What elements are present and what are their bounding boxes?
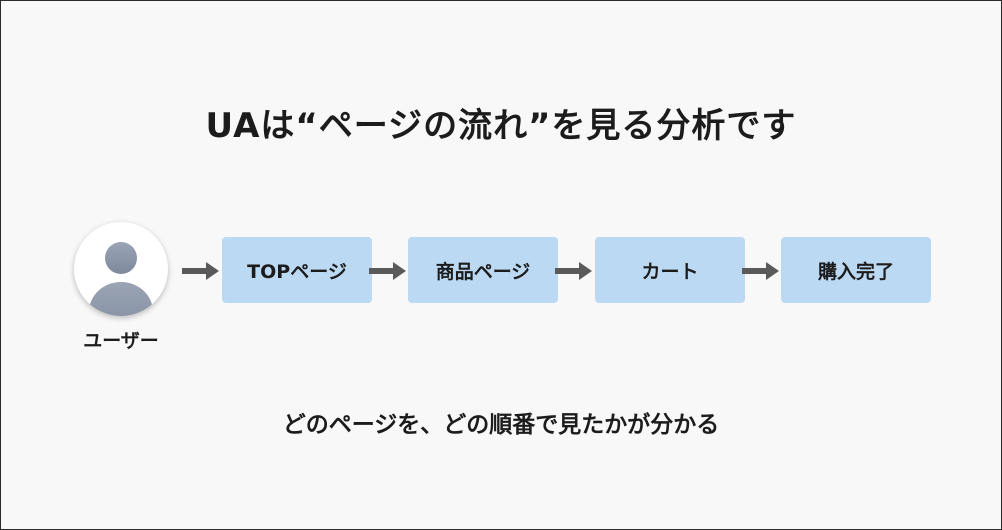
right-arrow-icon bbox=[369, 261, 407, 281]
right-arrow-icon bbox=[182, 261, 220, 281]
diagram-title: UAは“ページの流れ”を見る分析です bbox=[205, 106, 797, 146]
right-arrow-icon bbox=[555, 261, 593, 281]
diagram-caption: どのページを、どの順番で見たかが分かる bbox=[282, 412, 720, 438]
user-label: ユーザー bbox=[83, 330, 159, 352]
flow-step-top-page: TOPページ bbox=[222, 237, 372, 303]
avatar-head bbox=[105, 242, 137, 274]
user-avatar-graphic bbox=[89, 242, 153, 316]
avatar-body bbox=[89, 282, 153, 316]
flow-step-cart: カート bbox=[595, 237, 745, 303]
user-avatar-icon bbox=[74, 222, 168, 316]
right-arrow-icon bbox=[742, 261, 780, 281]
flow-step-product-page: 商品ページ bbox=[408, 237, 558, 303]
flow-step-purchase-complete: 購入完了 bbox=[781, 237, 931, 303]
